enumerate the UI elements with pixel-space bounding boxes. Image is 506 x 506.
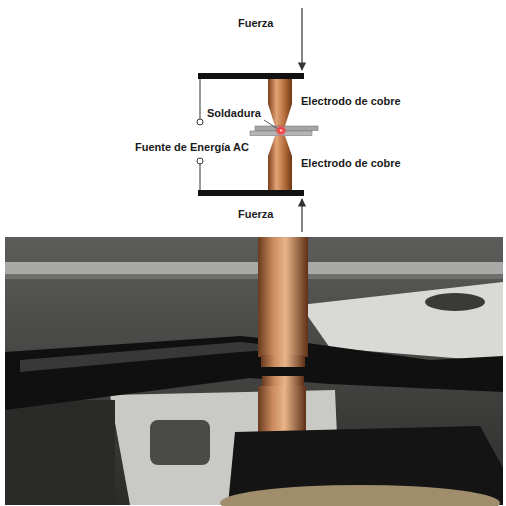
part-label: Soldadura (206, 107, 262, 120)
weld-spot (275, 125, 287, 137)
part-label: Electrodo de cobre (300, 95, 402, 108)
machine-part (5, 400, 115, 505)
force-label: Fuerza (237, 208, 274, 221)
copper-electrode (268, 136, 292, 190)
force-arrow (301, 8, 302, 70)
electrode-tip (261, 355, 305, 367)
terminal (197, 119, 203, 125)
bracket-cutout (150, 420, 210, 465)
terminal (197, 158, 203, 164)
black-sheet (5, 336, 503, 410)
panel-hole (425, 293, 485, 311)
wire (200, 79, 201, 119)
wire (200, 164, 201, 190)
machine-bar (5, 262, 503, 274)
force-arrow (301, 199, 302, 232)
source-label: Fuente de Energía AC (134, 141, 250, 154)
press-plate (198, 190, 304, 196)
photo-background (5, 237, 503, 505)
copper-electrode (258, 237, 308, 357)
schematic (197, 8, 318, 232)
photo (5, 237, 503, 506)
part-label: Electrodo de cobre (300, 157, 402, 170)
leader-line (264, 120, 277, 129)
copper-electrode (268, 79, 292, 126)
copper-electrode (258, 386, 306, 438)
electrode-tip (262, 376, 304, 386)
machine-bar (5, 274, 503, 279)
wood-block (220, 485, 500, 506)
press-plate (198, 73, 304, 79)
force-label: Fuerza (237, 17, 274, 30)
